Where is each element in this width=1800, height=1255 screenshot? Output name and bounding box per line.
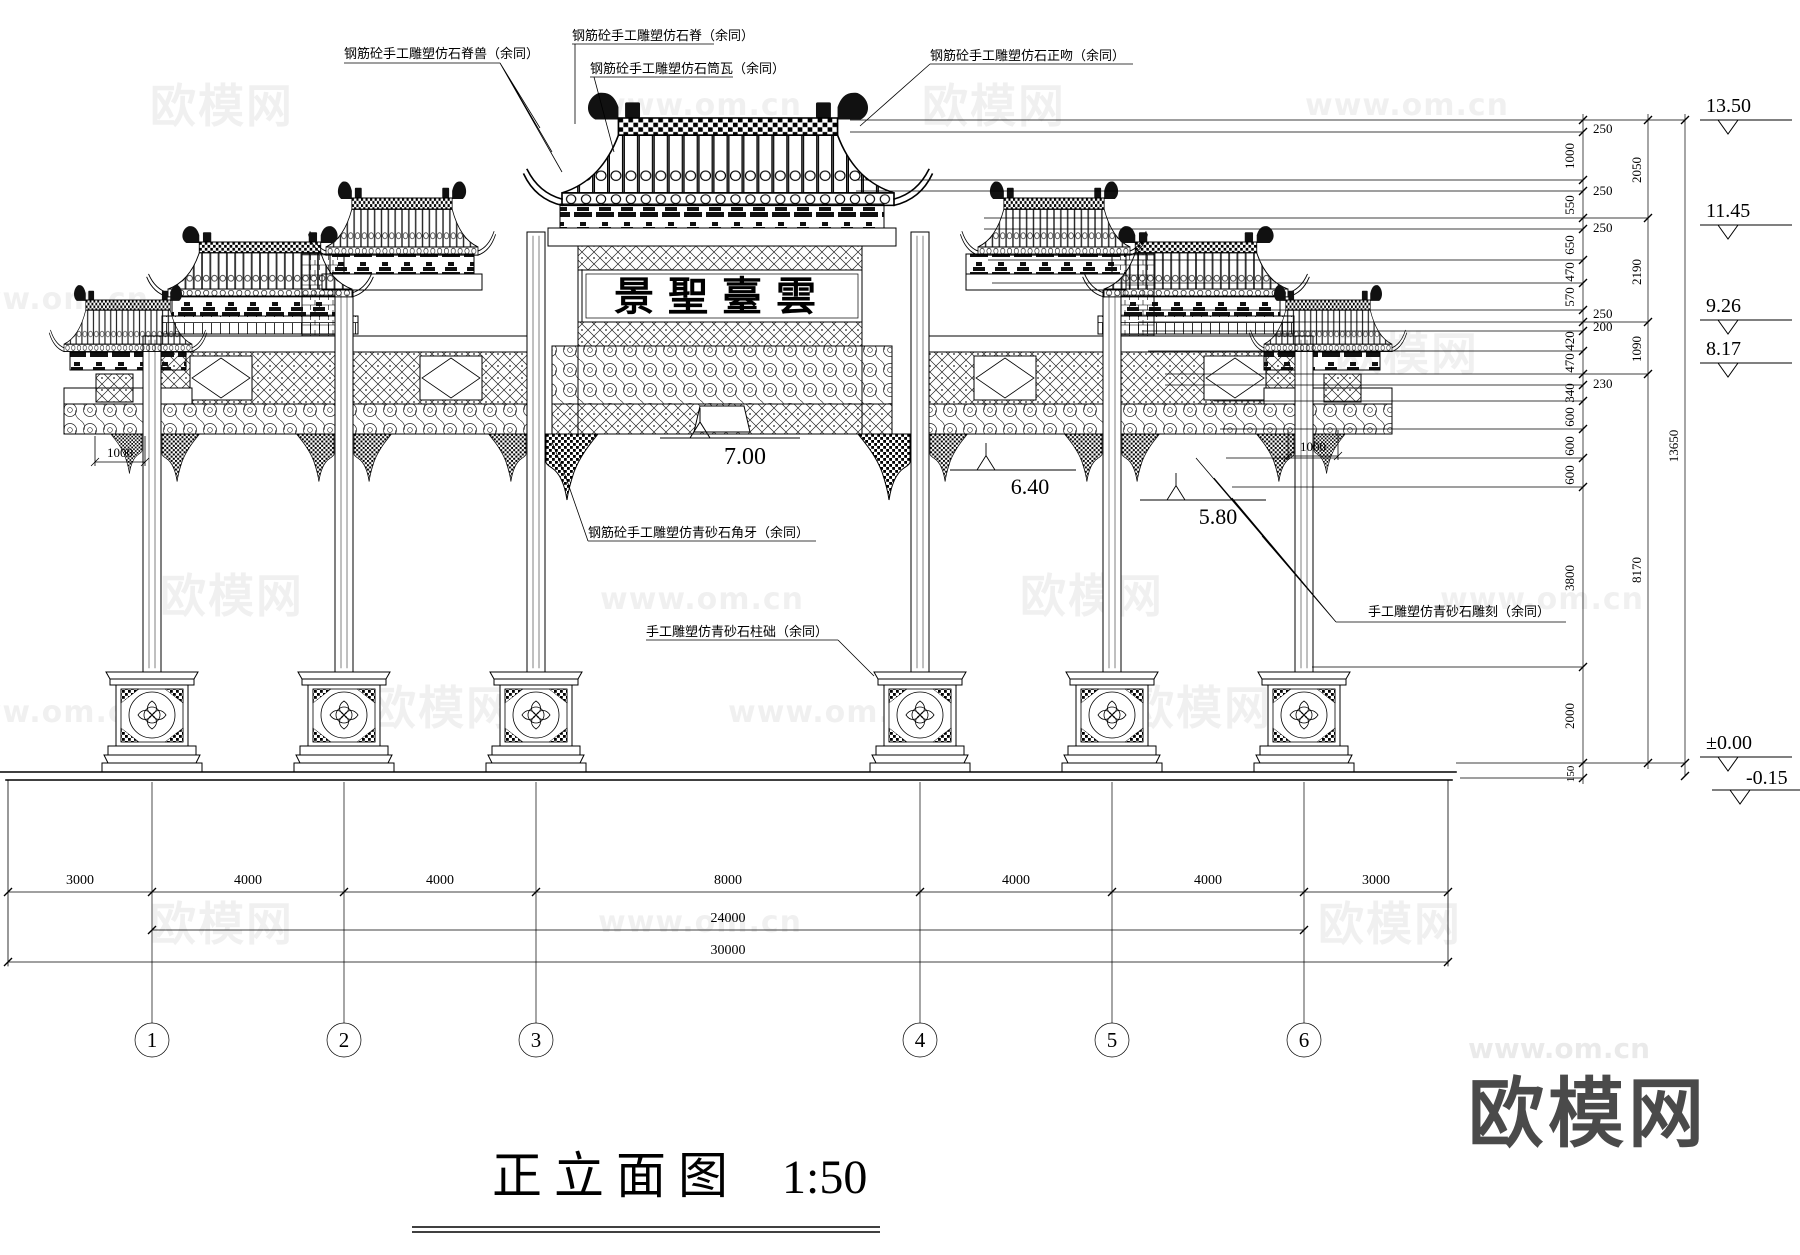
dim-label: 600: [1562, 436, 1577, 456]
watermark-logo: 欧模网: [370, 681, 514, 735]
dim-label: 3800: [1562, 565, 1577, 591]
dim-label: 250: [1593, 220, 1613, 235]
watermark-url: www.om.cn: [1467, 1032, 1650, 1065]
central-roof: [522, 91, 934, 207]
dim-label: 3000: [66, 873, 94, 888]
watermark-logo: 欧模网: [1318, 897, 1462, 951]
dim-label: 570: [1562, 287, 1577, 307]
title-underline: [412, 1226, 880, 1233]
dim-label: 3000: [1362, 873, 1390, 888]
annotation-tube-tile: 钢筋砼手工雕塑仿石筒瓦（余同）: [590, 61, 785, 76]
dim-label: 600: [1562, 407, 1577, 427]
interior-level-markers: 7.00 6.40 5.80: [659, 407, 1267, 529]
dim-label: 24000: [711, 911, 746, 926]
plaque-text: 景聖臺雲: [614, 274, 830, 319]
elevation-label: -0.15: [1746, 767, 1788, 789]
dim-label: 340: [1562, 383, 1577, 403]
grid-bubble-label: 2: [339, 1028, 350, 1052]
level-value: 6.40: [1011, 474, 1050, 499]
watermark-url: www.om.cn: [1305, 88, 1510, 123]
annotation-ridge: 钢筋砼手工雕塑仿石脊（余同）: [572, 28, 754, 43]
watermark-url: www.om.cn: [598, 905, 803, 940]
elevation-markers: 13.50 11.45 9.26 8.17 ±0.00 -0.15: [1699, 95, 1800, 805]
grid-bubble-label: 6: [1299, 1028, 1310, 1052]
dim-label: 30000: [711, 943, 746, 958]
drawing-scale: 1:50: [782, 1151, 867, 1204]
watermark-logo: 欧模网: [150, 897, 294, 951]
elevation-label: ±0.00: [1706, 732, 1752, 754]
annotation-ridge-beast: 钢筋砼手工雕塑仿石脊兽（余同）: [344, 46, 539, 61]
annotation-main-kiss: 钢筋砼手工雕塑仿石正吻（余同）: [930, 48, 1125, 63]
dim-label: 4000: [1002, 873, 1030, 888]
dim-label: 650: [1562, 235, 1577, 255]
watermark-url: www.om.cn: [600, 582, 805, 617]
drawing-title: 正立面图: [492, 1148, 740, 1204]
dim-label: 13650: [1666, 430, 1681, 463]
site-logo: 欧模网: [1468, 1069, 1708, 1158]
dim-label: 600: [1562, 465, 1577, 485]
grid-bubble-label: 1: [147, 1028, 158, 1052]
dim-label: 420: [1562, 331, 1577, 351]
annotation-corner-tooth: 钢筋砼手工雕塑仿青砂石角牙（余同）: [588, 525, 809, 540]
watermark-url: www.om.cn: [1440, 582, 1645, 617]
dim-label: 4000: [426, 873, 454, 888]
elevation-label: 11.45: [1706, 200, 1750, 222]
dim-label: 470: [1562, 353, 1577, 373]
pedestals: [101, 671, 1355, 773]
dim-label: 8000: [714, 873, 742, 888]
dim-label: 4000: [234, 873, 262, 888]
grid-bubble-label: 5: [1107, 1028, 1118, 1052]
dim-label: 230: [1593, 376, 1613, 391]
platform: [0, 771, 1457, 967]
level-value: 5.80: [1199, 504, 1238, 529]
bottom-dim-system: 3000 4000 4000 8000 4000 4000 3000 24000…: [3, 782, 1453, 1058]
dim-label: 8170: [1629, 557, 1644, 583]
dim-label: 2050: [1629, 157, 1644, 183]
elevation-label: 13.50: [1706, 95, 1751, 117]
title-block: 正立面图 1:50: [412, 1148, 880, 1233]
dim-label: 200: [1593, 319, 1613, 334]
annotation-column-base: 手工雕塑仿青砂石柱础（余同）: [646, 624, 828, 639]
dim-label: 250: [1593, 121, 1613, 136]
annotations: 钢筋砼手工雕塑仿石脊兽（余同） 钢筋砼手工雕塑仿石脊（余同） 钢筋砼手工雕塑仿石…: [344, 28, 1566, 677]
watermark-logo: 欧模网: [160, 569, 304, 623]
archway-structure: 景聖臺雲: [0, 91, 1457, 967]
grid-bubble-label: 4: [915, 1028, 926, 1052]
level-value: 7.00: [724, 444, 766, 470]
columns: [142, 231, 1314, 673]
elevation-label: 9.26: [1706, 295, 1741, 317]
watermark-logo: 欧模网: [1128, 681, 1272, 735]
dim-label: 2190: [1629, 259, 1644, 285]
right-dim-system: 250 1000 250 550 250 650 470 570 250 200…: [850, 95, 1800, 805]
grid-bubble-label: 3: [531, 1028, 542, 1052]
watermark-logo: 欧模网: [1020, 569, 1164, 623]
dim-label: 470: [1562, 262, 1577, 282]
central-wall: [547, 203, 897, 435]
secondary-entablatures: [69, 253, 1381, 371]
dim-label: 1000: [1300, 439, 1326, 454]
dim-label: 1090: [1629, 336, 1644, 362]
dim-label: 250: [1593, 306, 1613, 321]
left-upper-roof: [308, 181, 496, 256]
elevation-label: 8.17: [1706, 338, 1741, 360]
dim-label: 4000: [1194, 873, 1222, 888]
watermark-logo: 欧模网: [922, 79, 1066, 133]
grid-bubbles: 1 2 3 4 5 6: [134, 1022, 1322, 1058]
dim-label: 2000: [1562, 703, 1577, 729]
annotation-stone-carving: 手工雕塑仿青砂石雕刻（余同）: [1368, 604, 1550, 619]
dim-label: 150: [1565, 765, 1577, 782]
dim-label: 550: [1562, 195, 1577, 215]
dim-label: 250: [1593, 183, 1613, 198]
dim-label: 1000: [107, 445, 133, 460]
dim-label: 1000: [1562, 143, 1577, 169]
watermark-logo: 欧模网: [150, 79, 294, 133]
wing-dims: 1000 1000: [90, 430, 1343, 467]
